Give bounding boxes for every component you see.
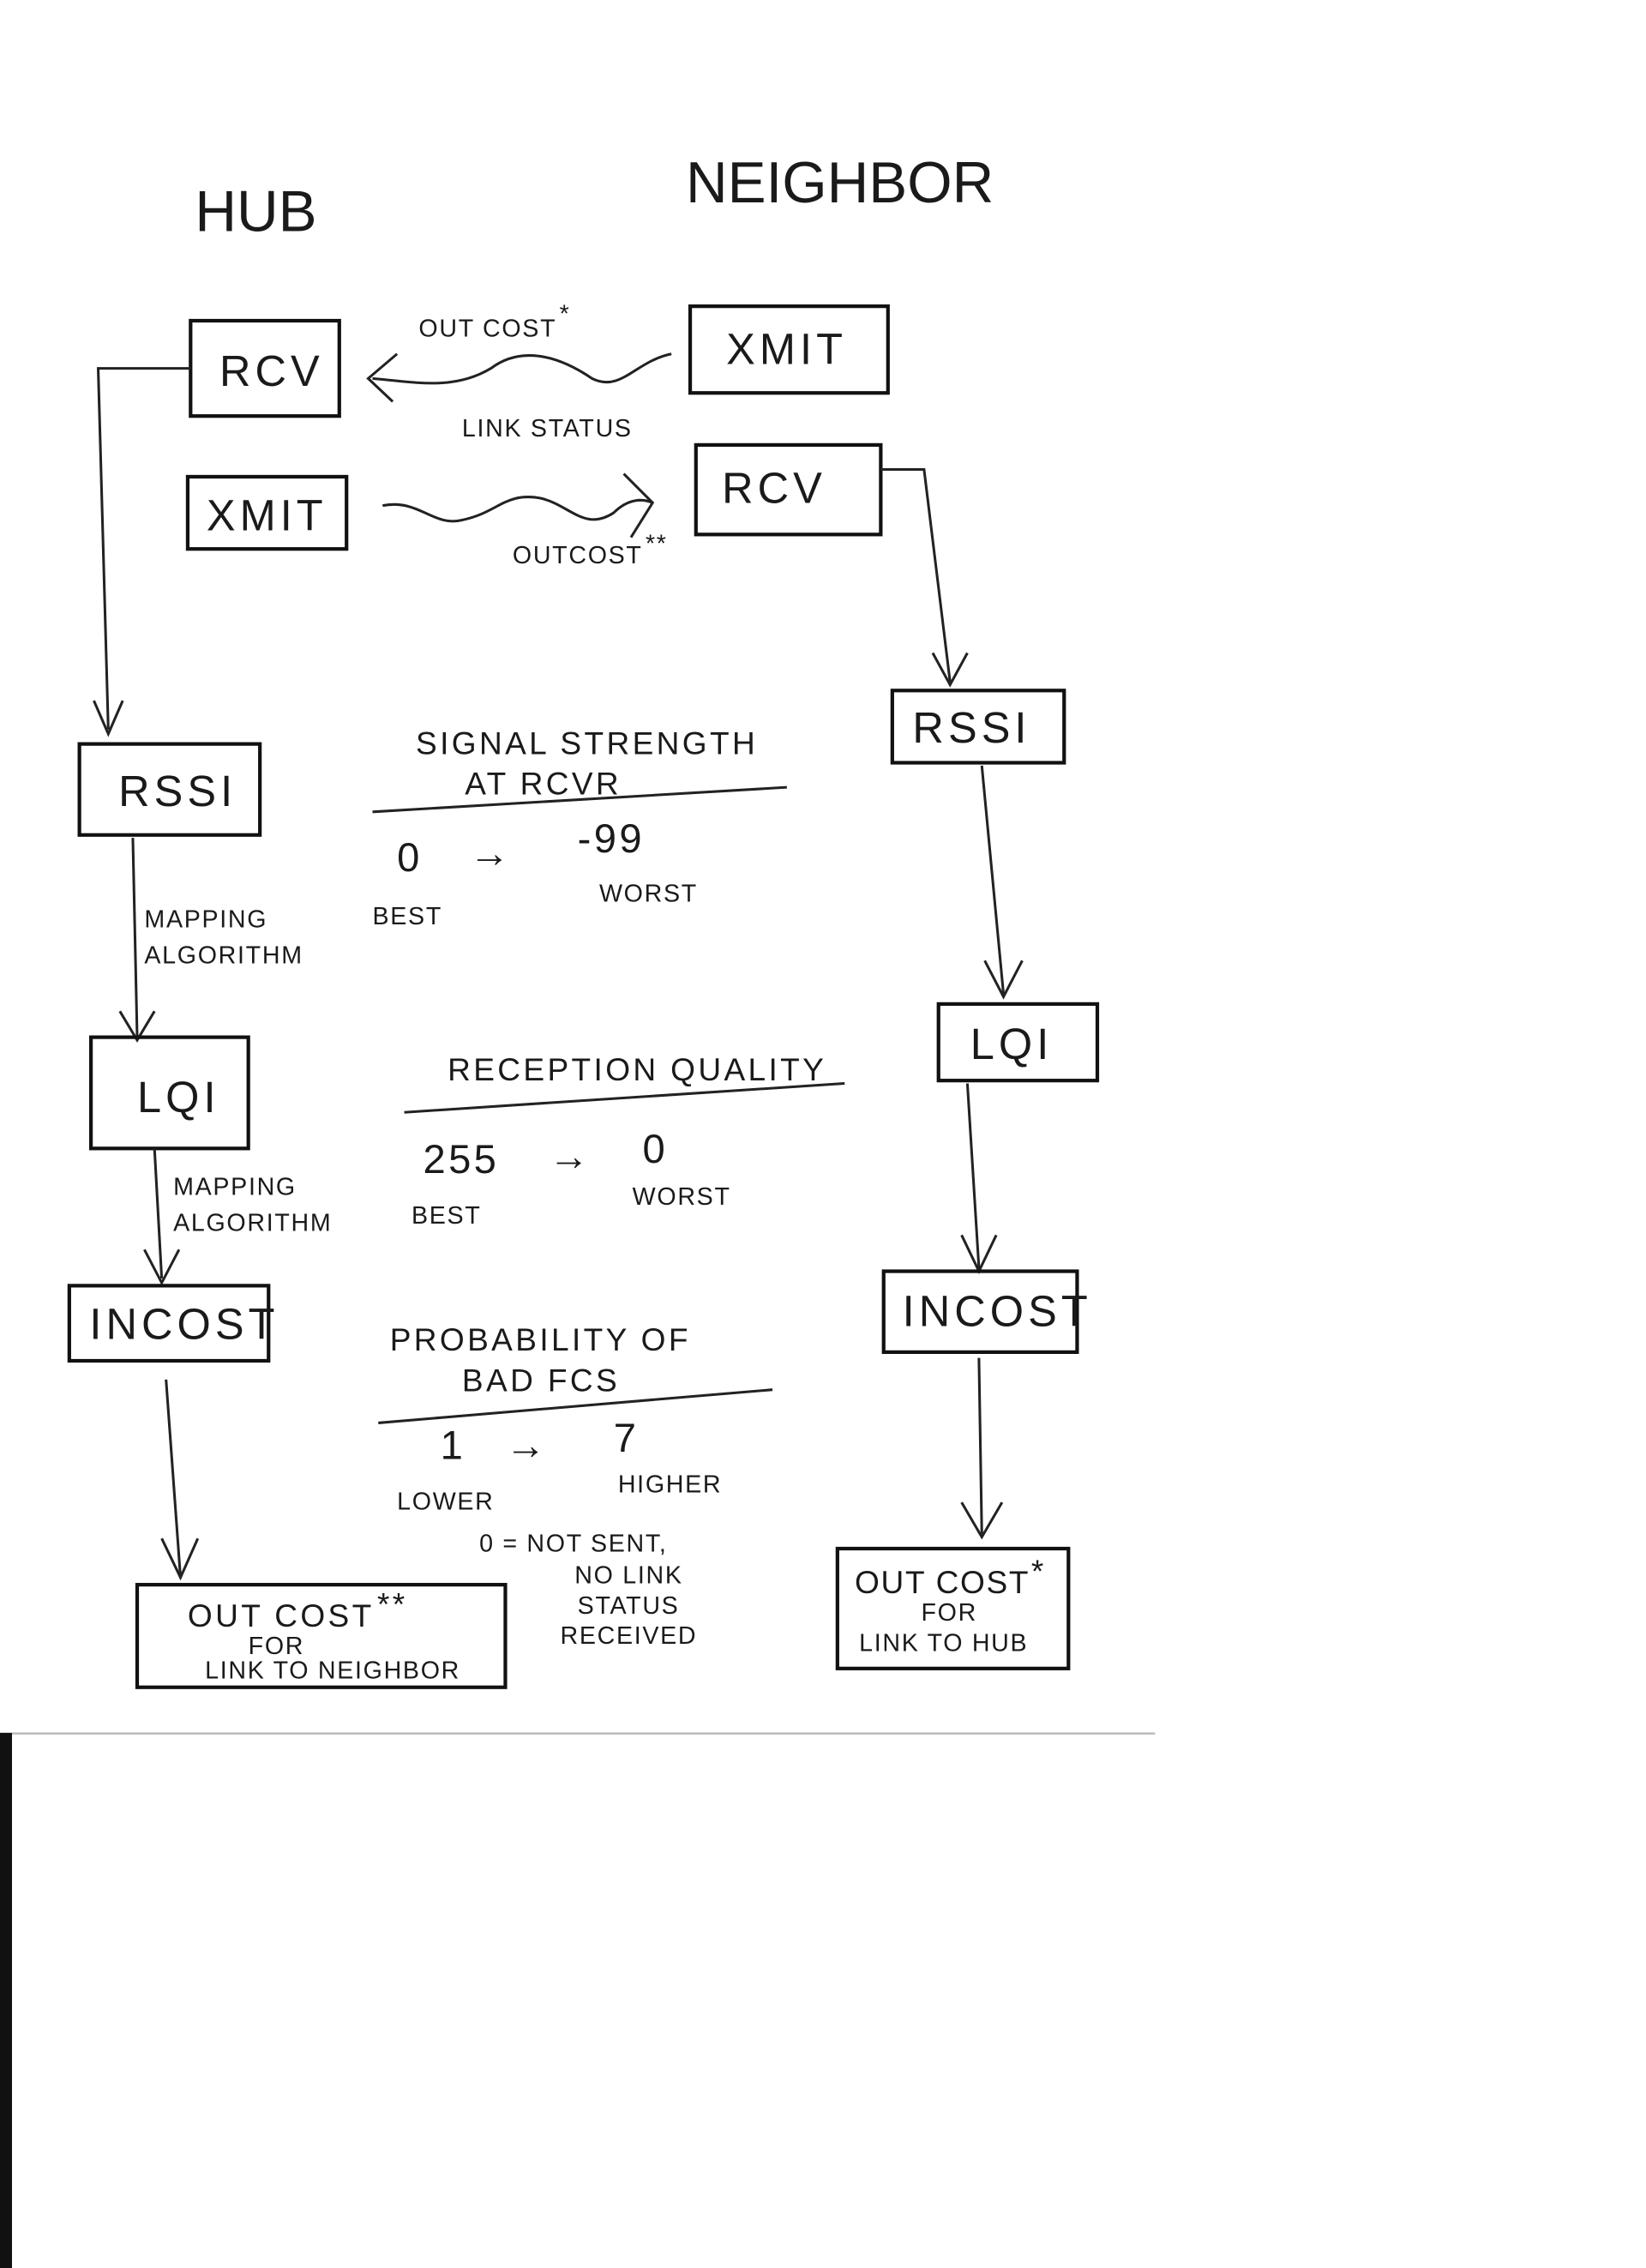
outcost-double-star-text: OUTCOST**	[513, 531, 668, 569]
rssi-legend-title2: AT RCVR	[465, 766, 622, 802]
hub-outcost-line3: LINK TO NEIGHBOR	[205, 1657, 460, 1685]
link-status-label: LINK STATUS	[462, 415, 633, 442]
incost-legend-from-label: LOWER	[397, 1489, 494, 1516]
arrowhead-icon	[118, 1010, 156, 1043]
link-status-arrow	[366, 352, 672, 403]
neighbor-title: NEIGHBOR	[686, 151, 994, 215]
hub-outcost-mark: **	[377, 1586, 408, 1622]
arrowhead-icon	[960, 1501, 1004, 1540]
neighbor-xmit-label: XMIT	[726, 325, 847, 374]
incost-legend-from: 1	[441, 1423, 466, 1468]
neighbor-outcost-mark: *	[1031, 1553, 1045, 1589]
neighbor-incost-to-outcost-line	[977, 1357, 983, 1535]
hub-lqi-box: LQI	[89, 1035, 250, 1151]
hub-rssi-box: RSSI	[77, 742, 262, 837]
incost-legend-note-3: STATUS	[578, 1592, 680, 1620]
hub-rcv-label: RCV	[219, 346, 324, 395]
neighbor-rssi-box: RSSI	[890, 689, 1066, 765]
incost-legend-to-label: HIGHER	[618, 1471, 722, 1498]
lqi-legend-to: 0	[642, 1126, 668, 1171]
neighbor-outcost-title: OUT COST*	[855, 1553, 1045, 1600]
incost-legend-note-1: 0 = NOT SENT,	[479, 1530, 667, 1557]
arrowhead-icon	[983, 960, 1024, 1000]
lqi-legend-from-label: BEST	[412, 1202, 482, 1230]
rssi-legend-from: 0	[397, 834, 423, 880]
arrowhead-icon	[931, 652, 969, 688]
neighbor-rcv-label: RCV	[722, 463, 826, 512]
hub-mapping-label-2a: MAPPING	[173, 1173, 297, 1200]
neighbor-rssi-to-lqi-line	[980, 765, 1006, 995]
rssi-legend: SIGNAL STRENGTH AT RCVR 0 → -99 BEST WOR…	[372, 725, 787, 930]
hub-incost-box: INCOST	[67, 1284, 279, 1363]
neighbor-outcost-line2: FOR	[922, 1599, 977, 1627]
incost-legend-to: 7	[614, 1415, 640, 1460]
hub-incost-to-outcost-line	[165, 1379, 183, 1578]
scan-edge-bar	[0, 1733, 12, 2268]
rssi-legend-from-label: BEST	[373, 903, 443, 930]
hub-outcost-line1: OUT COST	[188, 1597, 375, 1633]
outcost-star-mark: *	[560, 301, 571, 328]
neighbor-rcv-to-rssi-line	[880, 468, 952, 683]
neighbor-incost-label: INCOST	[903, 1287, 1092, 1336]
incost-legend-title2: BAD FCS	[462, 1362, 620, 1398]
hub-mapping-label-2b: ALGORITHM	[173, 1209, 332, 1236]
outcost-double-star-mark: **	[646, 531, 668, 558]
hub-rssi-label: RSSI	[118, 767, 237, 815]
incost-legend-arrow: →	[505, 1423, 549, 1468]
arrowhead-icon	[160, 1537, 200, 1581]
neighbor-xmit-box: XMIT	[688, 304, 890, 395]
outcost-arrow	[382, 472, 655, 538]
arrowhead-icon	[93, 700, 124, 737]
arrowhead-icon	[143, 1248, 181, 1286]
lqi-legend-from: 255	[423, 1136, 499, 1182]
lqi-legend-arrow: →	[549, 1134, 592, 1179]
rssi-legend-to-label: WORST	[599, 880, 698, 907]
hub-xmit-box: XMIT	[185, 474, 349, 551]
incost-legend-title1: PROBABILITY OF	[390, 1321, 691, 1357]
neighbor-lqi-label: LQI	[970, 1020, 1054, 1068]
neighbor-lqi-to-incost-line	[965, 1083, 981, 1269]
hub-rcv-box: RCV	[189, 318, 341, 418]
hub-xmit-label: XMIT	[207, 490, 327, 539]
hub-lqi-to-incost-line	[153, 1148, 164, 1279]
lqi-legend: RECEPTION QUALITY 255 → 0 BEST WORST	[404, 1051, 845, 1230]
incost-legend: PROBABILITY OF BAD FCS 1 → 7 LOWER HIGHE…	[378, 1321, 773, 1650]
hub-mapping-label-1b: ALGORITHM	[144, 942, 303, 970]
neighbor-rcv-box: RCV	[694, 442, 883, 537]
hub-rcv-to-rssi-line	[96, 367, 191, 730]
incost-legend-note-2: NO LINK	[574, 1561, 682, 1589]
incost-legend-note-4: RECEIVED	[560, 1622, 697, 1650]
hub-outcost-title: OUT COST**	[188, 1586, 408, 1633]
neighbor-outcost-line3: LINK TO HUB	[859, 1630, 1028, 1657]
hub-incost-label: INCOST	[89, 1300, 279, 1349]
neighbor-lqi-box: LQI	[936, 1002, 1100, 1083]
outcost-star-label: OUT COST	[418, 316, 556, 343]
outcost-double-star-label: OUTCOST	[513, 542, 643, 569]
neighbor-outcost-line1: OUT COST	[855, 1564, 1030, 1600]
rssi-legend-title1: SIGNAL STRENGTH	[416, 725, 758, 761]
lqi-legend-title: RECEPTION QUALITY	[448, 1051, 826, 1087]
neighbor-rssi-label: RSSI	[912, 703, 1030, 752]
hub-outcost-box: OUT COST** FOR LINK TO NEIGHBOR	[135, 1583, 508, 1689]
hub-rssi-to-lqi-line	[131, 838, 139, 1038]
outcost-star-text: OUT COST*	[418, 301, 570, 343]
rssi-legend-to: -99	[578, 815, 645, 861]
lqi-legend-to-label: WORST	[633, 1183, 731, 1211]
hub-mapping-label-1a: MAPPING	[144, 906, 267, 934]
neighbor-incost-box: INCOST	[881, 1269, 1092, 1354]
hub-title: HUB	[195, 180, 316, 244]
hub-lqi-label: LQI	[137, 1073, 220, 1122]
hub-outcost-line2: FOR	[249, 1633, 304, 1660]
rssi-legend-arrow: →	[469, 830, 513, 875]
neighbor-outcost-box: OUT COST* FOR LINK TO HUB	[835, 1546, 1071, 1670]
